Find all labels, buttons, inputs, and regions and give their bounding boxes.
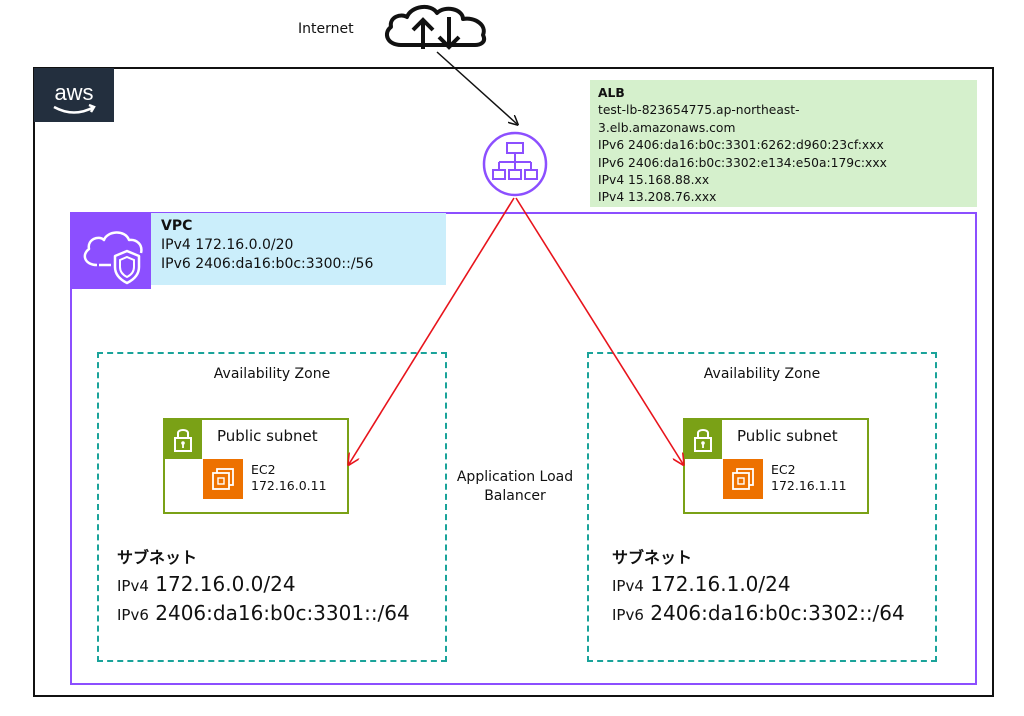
availability-zone-2 xyxy=(587,352,937,662)
vpc-info-box: VPC IPv4 172.16.0.0/20 IPv6 2406:da16:b0… xyxy=(151,213,446,285)
alb-dns-line1: test-lb-823654775.ap-northeast- xyxy=(598,103,800,118)
subnet2-ipv4: 172.16.1.0/24 xyxy=(650,572,791,596)
vpc-ipv4: IPv4 172.16.0.0/20 xyxy=(161,237,294,253)
subnet2-ipv4-line: IPv4 172.16.1.0/24 xyxy=(612,571,905,600)
subnet1-ipv4-line: IPv4 172.16.0.0/24 xyxy=(117,571,410,600)
subnet1-ipv6: 2406:da16:b0c:3301::/64 xyxy=(155,601,410,625)
subnet2-title: サブネット xyxy=(612,548,693,567)
alb-info-box: ALB test-lb-823654775.ap-northeast- 3.el… xyxy=(590,80,977,207)
ec2-1-ip: 172.16.0.11 xyxy=(251,478,327,493)
alb-ipv6-2: IPv6 2406:da16:b0c:3302:e134:e50a:179c:x… xyxy=(598,155,887,170)
lock-icon xyxy=(164,419,202,459)
lock-icon xyxy=(684,419,722,459)
ec2-1-name: EC2 xyxy=(251,462,276,477)
ec2-icon xyxy=(203,459,243,499)
availability-zone-1 xyxy=(97,352,447,662)
alb-dns-line2: 3.elb.amazonaws.com xyxy=(598,120,736,135)
aws-logo: aws xyxy=(34,68,114,122)
subnet2-label: Public subnet xyxy=(737,427,838,445)
ec2-1-text: EC2 172.16.0.11 xyxy=(251,462,327,494)
subnet1-label: Public subnet xyxy=(217,427,318,445)
ec2-icon xyxy=(723,459,763,499)
alb-label-line2: Balancer xyxy=(484,488,546,504)
subnet1-ipv6-prefix: IPv6 xyxy=(117,606,149,624)
ec2-2-name: EC2 xyxy=(771,462,796,477)
ec2-2-text: EC2 172.16.1.11 xyxy=(771,462,847,494)
svg-text:aws: aws xyxy=(54,80,93,105)
vpc-title: VPC xyxy=(161,218,193,234)
az2-label: Availability Zone xyxy=(703,366,821,382)
internet-cloud-icon xyxy=(384,4,486,50)
alb-label: Application Load Balancer xyxy=(440,468,590,506)
subnet2-ipv6: 2406:da16:b0c:3302::/64 xyxy=(650,601,905,625)
subnet2-addresses: サブネット IPv4 172.16.1.0/24 IPv6 2406:da16:… xyxy=(612,544,905,629)
load-balancer-icon xyxy=(482,131,548,197)
alb-label-line1: Application Load xyxy=(456,469,574,485)
alb-ipv4-1: IPv4 15.168.88.xx xyxy=(598,173,710,188)
alb-ipv4-2: IPv4 13.208.76.xxx xyxy=(598,190,717,205)
subnet2-ipv4-prefix: IPv4 xyxy=(612,577,644,595)
subnet2-ipv6-line: IPv6 2406:da16:b0c:3302::/64 xyxy=(612,600,905,629)
subnet1-ipv4: 172.16.0.0/24 xyxy=(155,572,296,596)
alb-title: ALB xyxy=(598,86,625,100)
alb-ipv6-1: IPv6 2406:da16:b0c:3301:6262:d960:23cf:x… xyxy=(598,138,884,153)
internet-label: Internet xyxy=(298,21,354,37)
subnet1-ipv4-prefix: IPv4 xyxy=(117,577,149,595)
subnet2-ipv6-prefix: IPv6 xyxy=(612,606,644,624)
subnet1-ipv6-line: IPv6 2406:da16:b0c:3301::/64 xyxy=(117,600,410,629)
subnet1-addresses: サブネット IPv4 172.16.0.0/24 IPv6 2406:da16:… xyxy=(117,544,410,629)
az1-label: Availability Zone xyxy=(213,366,331,382)
subnet1-title: サブネット xyxy=(117,548,198,567)
ec2-2-ip: 172.16.1.11 xyxy=(771,478,847,493)
public-subnet-1 xyxy=(163,418,349,514)
vpc-ipv6: IPv6 2406:da16:b0c:3300::/56 xyxy=(161,256,374,272)
vpc-icon xyxy=(71,213,151,289)
